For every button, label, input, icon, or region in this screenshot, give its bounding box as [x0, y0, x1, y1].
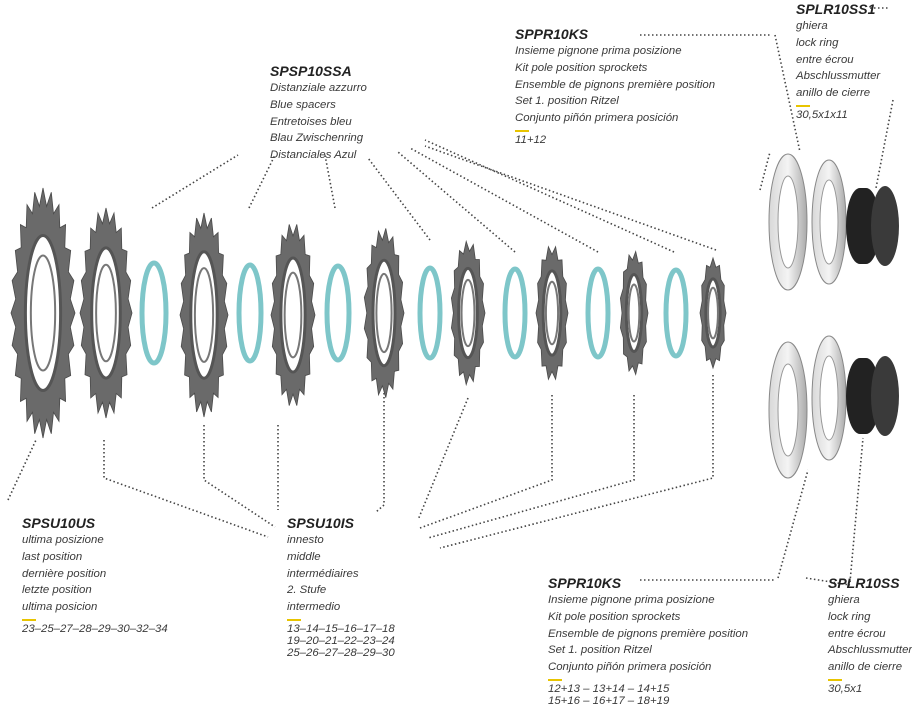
desc-line: anillo de cierre: [828, 661, 903, 674]
desc-line: Ensemble de pignons première position: [515, 78, 716, 91]
desc-line: Abschlussmutter: [828, 644, 912, 657]
desc-line: Distanziale azzurro: [270, 82, 367, 94]
label-spsp10ssa: SPSP10SSA Distanziale azzurro Blue space…: [270, 62, 367, 164]
part-code: SPPR10KS: [548, 575, 622, 591]
spacers: [139, 260, 689, 366]
desc-line: Blau Zwischenring: [270, 132, 364, 145]
desc-line: Insieme pignone prima posizione: [548, 594, 715, 606]
desc-line: lock ring: [796, 36, 839, 49]
part-code: SPSU10US: [22, 515, 96, 531]
part-code: SPSP10SSA: [270, 63, 352, 79]
size-line: 30,5x1x11: [796, 108, 848, 121]
sprocket: [363, 228, 405, 398]
desc-line: Set 1. position Ritzel: [515, 95, 619, 108]
label-sppr10ks-top: SPPR10KS Insieme pignone prima posizione…: [515, 25, 715, 146]
desc-line: ultima posizione: [22, 534, 104, 546]
label-splr10ss: SPLR10SS ghiera lock ring entre écrou Ab…: [828, 574, 912, 695]
desc-line: lock ring: [828, 610, 871, 623]
part-code: SPSU10IS: [287, 515, 354, 531]
blue-spacer: [139, 260, 169, 366]
accent-bar: [515, 129, 529, 132]
sprocket: [619, 250, 649, 376]
desc-line: entre écrou: [828, 627, 886, 640]
size-line: 19–20–21–22–23–24: [287, 634, 395, 647]
desc-line: Set 1. position Ritzel: [548, 644, 652, 657]
desc-line: Ensemble de pignons première position: [548, 627, 749, 640]
part-code: SPLR10SS1: [796, 1, 876, 17]
size-line: 12+13 – 13+14 – 14+15: [548, 682, 670, 695]
desc-line: Entretoises bleu: [270, 115, 352, 128]
accent-bar: [796, 104, 810, 107]
desc-line: dernière position: [22, 567, 107, 580]
desc-line: innesto: [287, 534, 324, 546]
desc-line: Blue spacers: [270, 98, 336, 111]
size-line: 30,5x1: [828, 682, 863, 695]
desc-line: ghiera: [828, 594, 860, 606]
size-line: 13–14–15–16–17–18: [287, 622, 395, 635]
blue-spacer: [585, 266, 611, 360]
desc-line: Conjunto piñón primera posición: [515, 112, 679, 125]
size-line: 25–26–27–28–29–30: [287, 646, 395, 659]
accent-bar: [287, 618, 301, 621]
sprocket: [450, 239, 486, 387]
desc-line: Conjunto piñón primera posición: [548, 661, 712, 674]
sprocket: [699, 256, 727, 370]
sprocket: [535, 245, 569, 381]
label-sppr10ks-bottom: SPPR10KS Insieme pignone prima posizione…: [548, 574, 748, 707]
label-spsu10us: SPSU10US ultima posizione last position …: [22, 514, 168, 635]
desc-line: Kit pole position sprockets: [515, 61, 648, 74]
desc-line: entre écrou: [796, 53, 854, 66]
desc-line: Kit pole position sprockets: [548, 610, 681, 623]
part-code: SPPR10KS: [515, 26, 589, 42]
desc-line: Distanciales Azul: [270, 149, 357, 162]
sprocket: [270, 224, 316, 406]
size-line: 11+12: [515, 133, 547, 146]
desc-line: 2. Stufe: [287, 584, 327, 597]
blue-spacer: [663, 267, 689, 359]
size-line: 15+16 – 16+17 – 18+19: [548, 694, 670, 707]
accent-bar: [828, 678, 842, 681]
desc-line: intermédiaires: [287, 567, 359, 580]
sprockets: [10, 187, 727, 439]
leader-lines: [7, 7, 894, 586]
desc-line: Insieme pignone prima posizione: [515, 45, 682, 57]
lock-ring-assembly-top: [768, 153, 899, 291]
lock-ring-assembly-bottom: [768, 335, 899, 479]
blue-spacer: [417, 265, 443, 361]
desc-line: intermedio: [287, 601, 341, 614]
desc-line: anillo de cierre: [796, 87, 871, 100]
part-code: SPLR10SS: [828, 575, 900, 591]
desc-line: ghiera: [796, 20, 828, 32]
label-spsu10is: SPSU10IS innesto middle intermédiaires 2…: [287, 514, 395, 659]
desc-line: ultima posicion: [22, 601, 98, 614]
desc-line: middle: [287, 550, 321, 563]
label-splr10ss1: SPLR10SS1 ghiera lock ring entre écrou A…: [796, 0, 880, 121]
blue-spacer: [236, 262, 264, 364]
desc-line: last position: [22, 550, 83, 563]
sprocket: [79, 207, 133, 419]
desc-line: Abschlussmutter: [796, 70, 881, 83]
blue-spacer: [502, 266, 528, 360]
sprocket: [10, 187, 76, 439]
accent-bar: [548, 678, 562, 681]
accent-bar: [22, 618, 36, 621]
blue-spacer: [324, 263, 352, 363]
sprocket: [179, 212, 229, 418]
desc-line: letzte position: [22, 584, 92, 597]
size-line: 23–25–27–28–29–30–32–34: [22, 622, 168, 635]
